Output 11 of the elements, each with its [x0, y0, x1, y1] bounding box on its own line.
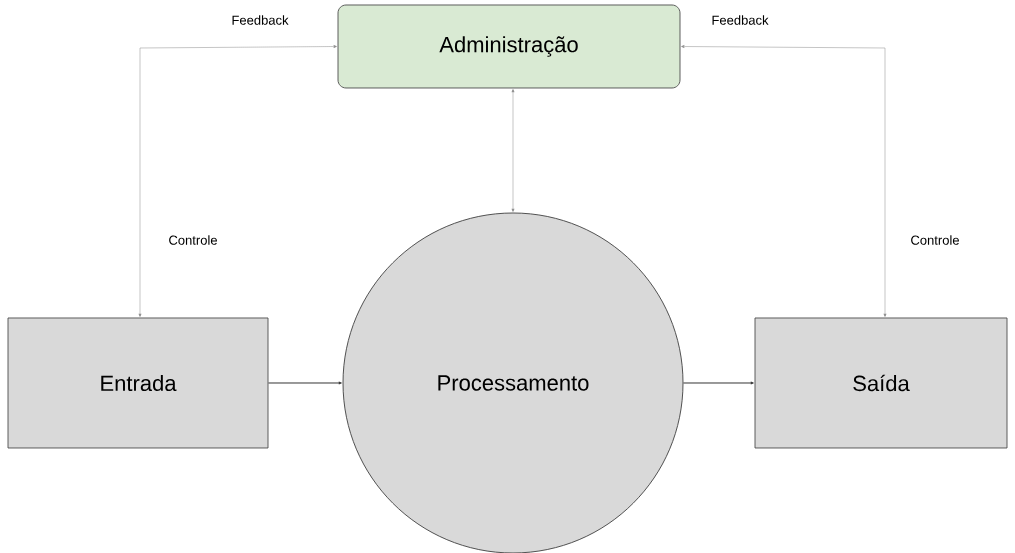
process-box: Saída — [754, 317, 1008, 449]
flow-label: Controle — [169, 235, 217, 245]
process-box: Entrada — [7, 317, 269, 449]
admin-box: Administração — [337, 4, 681, 89]
connector-arrow — [267, 381, 342, 385]
connector-arrow — [682, 381, 754, 385]
edge-label: Feedback — [710, 14, 770, 26]
flow-label: Controle — [911, 235, 959, 245]
connector-arrow — [681, 45, 887, 317]
connector-arrow — [138, 45, 337, 317]
edge-label: Feedback — [230, 14, 290, 26]
